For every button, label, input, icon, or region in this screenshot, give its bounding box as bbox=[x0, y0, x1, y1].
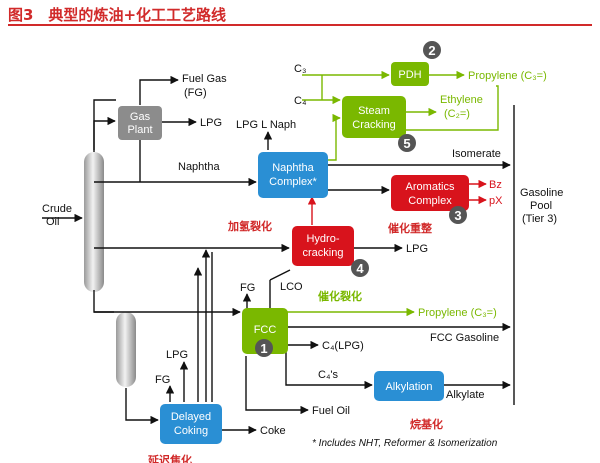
lpg-coker-label: LPG bbox=[166, 349, 188, 361]
steam-cracking-unit: Steam Cracking bbox=[342, 96, 406, 138]
alkylate-label: Alkylate bbox=[446, 389, 485, 401]
coke-label: Coke bbox=[260, 425, 286, 437]
badge-3: 3 bbox=[449, 206, 467, 224]
gas-plant-unit: Gas Plant bbox=[118, 106, 162, 140]
svg-text:4: 4 bbox=[356, 261, 364, 276]
svg-text:Naphtha: Naphtha bbox=[272, 162, 314, 174]
svg-text:Complex*: Complex* bbox=[269, 176, 317, 188]
gasoline-pool-label-2: Pool bbox=[530, 200, 552, 212]
crude-distillation-column bbox=[84, 152, 104, 292]
lpg-gas-plant-label: LPG bbox=[200, 117, 222, 129]
delayed-coking-unit: Delayed Coking bbox=[160, 404, 222, 444]
title-underline bbox=[8, 24, 592, 26]
lpg-hydrocracking-label: LPG bbox=[406, 243, 428, 255]
crude-oil-label-2: Oil bbox=[46, 216, 59, 228]
svg-text:Plant: Plant bbox=[127, 124, 152, 136]
svg-text:Steam: Steam bbox=[358, 105, 390, 117]
svg-text:Alkylation: Alkylation bbox=[385, 381, 432, 393]
svg-text:PDH: PDH bbox=[398, 69, 421, 81]
c4-label: C₄ bbox=[294, 95, 307, 107]
svg-text:Aromatics: Aromatics bbox=[406, 181, 455, 193]
bz-label: Bz bbox=[489, 179, 502, 191]
ethylene-sub-label: (C₂=) bbox=[444, 108, 470, 120]
alkylation-unit: Alkylation bbox=[374, 371, 444, 401]
svg-text:FCC: FCC bbox=[254, 324, 277, 336]
fcc-unit: FCC bbox=[242, 308, 288, 354]
naphtha-label: Naphtha bbox=[178, 161, 220, 173]
propylene-fcc-label: Propylene (C₃=) bbox=[418, 307, 497, 319]
c4-lpg-label: C₄(LPG) bbox=[322, 340, 364, 352]
figure-title: 图3 典型的炼油+化工工艺路线 bbox=[8, 6, 227, 24]
reforming-cn-label: 催化重整 bbox=[388, 221, 432, 235]
svg-text:cracking: cracking bbox=[303, 247, 344, 259]
badge-1: 1 bbox=[255, 339, 273, 357]
fuel-gas-label: Fuel Gas bbox=[182, 73, 227, 85]
gasoline-pool-label: Gasoline bbox=[520, 187, 563, 199]
crude-oil-label: Crude bbox=[42, 203, 72, 215]
svg-text:Cracking: Cracking bbox=[352, 119, 395, 131]
aromatics-complex-unit: Aromatics Complex bbox=[391, 175, 469, 211]
isomerate-label: Isomerate bbox=[452, 148, 501, 160]
ethylene-label: Ethylene bbox=[440, 94, 483, 106]
fuel-oil-label: Fuel Oil bbox=[312, 405, 350, 417]
svg-text:2: 2 bbox=[428, 43, 435, 58]
fuel-gas-abbr-label: (FG) bbox=[184, 87, 207, 99]
badge-5: 5 bbox=[398, 134, 416, 152]
fg-fcc-label: FG bbox=[240, 282, 255, 294]
delayed-coking-cn-label: 延迟焦化 bbox=[147, 453, 192, 463]
fcc-gasoline-label: FCC Gasoline bbox=[430, 332, 499, 344]
pdh-unit: PDH bbox=[391, 62, 429, 86]
svg-text:Coking: Coking bbox=[174, 425, 208, 437]
alkylation-cn-label: 烷基化 bbox=[410, 417, 443, 431]
px-label: pX bbox=[489, 195, 503, 207]
svg-text:3: 3 bbox=[454, 208, 461, 223]
c4s-label: C₄'s bbox=[318, 369, 339, 381]
svg-text:Delayed: Delayed bbox=[171, 411, 211, 423]
svg-text:Gas: Gas bbox=[130, 111, 151, 123]
lpg-l-naph-label: LPG L Naph bbox=[236, 119, 296, 131]
naphtha-complex-unit: Naphtha Complex* bbox=[258, 152, 328, 198]
svg-text:Hydro-: Hydro- bbox=[306, 233, 339, 245]
svg-text:1: 1 bbox=[260, 341, 267, 356]
footnote: * Includes NHT, Reformer & Isomerization bbox=[312, 438, 498, 449]
badge-2: 2 bbox=[423, 41, 441, 59]
hydrotreating-cn-label: 加氢裂化 bbox=[227, 219, 272, 233]
badge-4: 4 bbox=[351, 259, 369, 277]
hydrocracking-unit: Hydro- cracking bbox=[292, 226, 354, 266]
svg-text:5: 5 bbox=[403, 136, 410, 151]
lco-label: LCO bbox=[280, 281, 303, 293]
fg-coker-label: FG bbox=[155, 374, 170, 386]
gasoline-pool-label-3: (Tier 3) bbox=[522, 213, 557, 225]
catalytic-cracking-cn-label: 催化裂化 bbox=[318, 289, 362, 303]
c3-label: C₃ bbox=[294, 63, 306, 75]
svg-text:Complex: Complex bbox=[408, 195, 452, 207]
propylene-top-label: Propylene (C₃=) bbox=[468, 70, 547, 82]
vacuum-column bbox=[116, 312, 136, 387]
